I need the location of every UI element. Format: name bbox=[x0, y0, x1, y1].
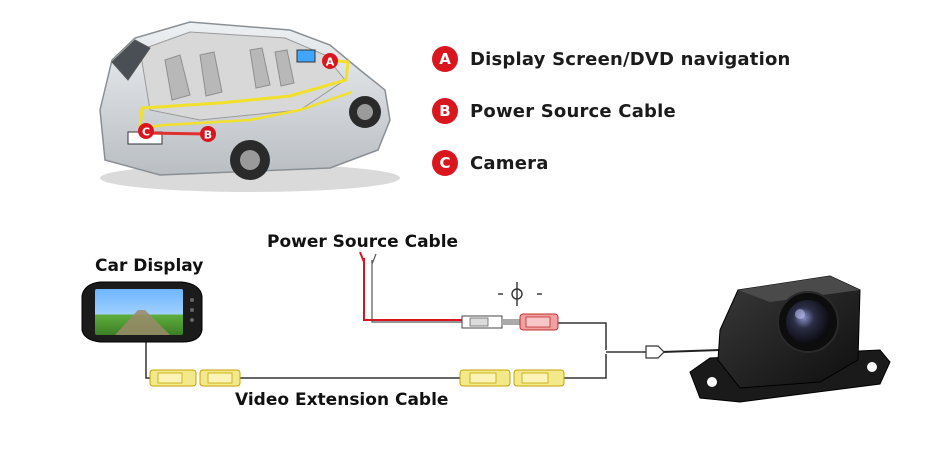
legend-label-display: Display Screen/DVD navigation bbox=[470, 48, 791, 70]
svg-text:C: C bbox=[142, 126, 150, 139]
power-connector-female bbox=[519, 313, 559, 331]
ground-symbol-icon bbox=[498, 282, 542, 306]
power-connector-male bbox=[461, 315, 522, 329]
car-marker-c: C bbox=[138, 123, 154, 139]
car-marker-a: A bbox=[322, 53, 338, 69]
rear-window bbox=[111, 39, 151, 81]
legend-item-display: A Display Screen/DVD navigation bbox=[432, 44, 791, 74]
wiring-lines bbox=[145, 251, 721, 379]
power-wire-red bbox=[363, 258, 470, 321]
car-seats bbox=[164, 47, 295, 101]
car-display-label: Car Display bbox=[95, 256, 204, 276]
legend-item-power: B Power Source Cable bbox=[432, 96, 791, 126]
video-connector-left-a bbox=[149, 369, 197, 387]
video-connector-right-b bbox=[513, 369, 565, 387]
legend-item-camera: C Camera bbox=[432, 148, 791, 178]
camera-lens bbox=[786, 300, 830, 344]
svg-text:B: B bbox=[204, 129, 212, 142]
video-extension-cable-label: Video Extension Cable bbox=[235, 390, 449, 410]
backup-camera bbox=[689, 275, 891, 403]
route-video-cable-lower bbox=[139, 90, 353, 130]
car-display-monitor bbox=[81, 281, 203, 343]
dash-screen bbox=[296, 49, 316, 63]
legend-badge-c: C bbox=[432, 150, 458, 176]
svg-text:A: A bbox=[326, 56, 335, 69]
route-power-cable bbox=[145, 131, 209, 136]
power-source-cable-label: Power Source Cable bbox=[267, 232, 459, 252]
legend: A Display Screen/DVD navigation B Power … bbox=[432, 44, 791, 178]
legend-badge-a: A bbox=[432, 46, 458, 72]
legend-badge-b: B bbox=[432, 98, 458, 124]
car-marker-b: B bbox=[200, 126, 216, 142]
video-connector-left-b bbox=[199, 369, 241, 387]
legend-label-camera: Camera bbox=[470, 152, 549, 174]
legend-label-power: Power Source Cable bbox=[470, 100, 676, 122]
power-wire-black bbox=[371, 260, 470, 323]
car-wheels bbox=[230, 96, 381, 180]
video-connector-right-a bbox=[459, 369, 511, 387]
route-video-cable bbox=[138, 58, 350, 129]
splice-connector bbox=[645, 345, 665, 359]
car-illustration: A B C bbox=[99, 21, 400, 192]
